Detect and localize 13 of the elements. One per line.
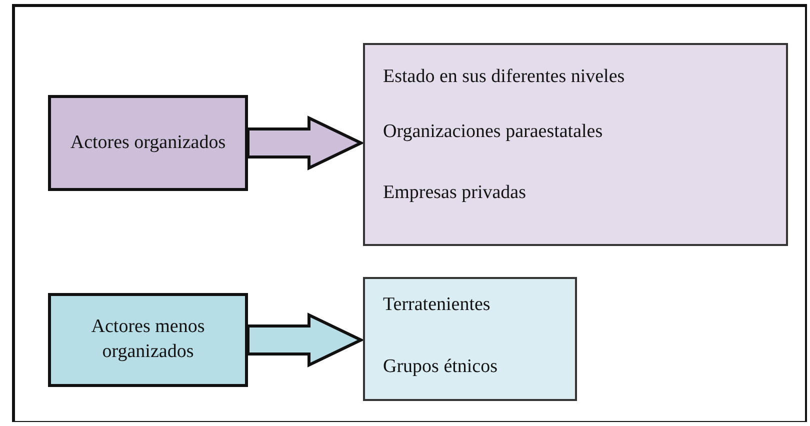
block-arrow <box>246 312 364 368</box>
item-text: Grupos étnicos <box>383 355 498 379</box>
block-arrow <box>246 116 364 170</box>
actor-label: Actores menos organizados <box>90 315 206 364</box>
item-text: Organizaciones paraestatales <box>383 120 603 144</box>
item-text: Terratenientes <box>383 293 490 317</box>
actor-box <box>48 95 248 191</box>
list-box <box>363 277 577 401</box>
actor-box <box>48 293 248 387</box>
item-text: Estado en sus diferentes niveles <box>383 65 625 89</box>
list-box <box>363 43 788 246</box>
actor-label: Actores organizados <box>70 130 226 155</box>
item-text: Empresas privadas <box>383 181 526 205</box>
